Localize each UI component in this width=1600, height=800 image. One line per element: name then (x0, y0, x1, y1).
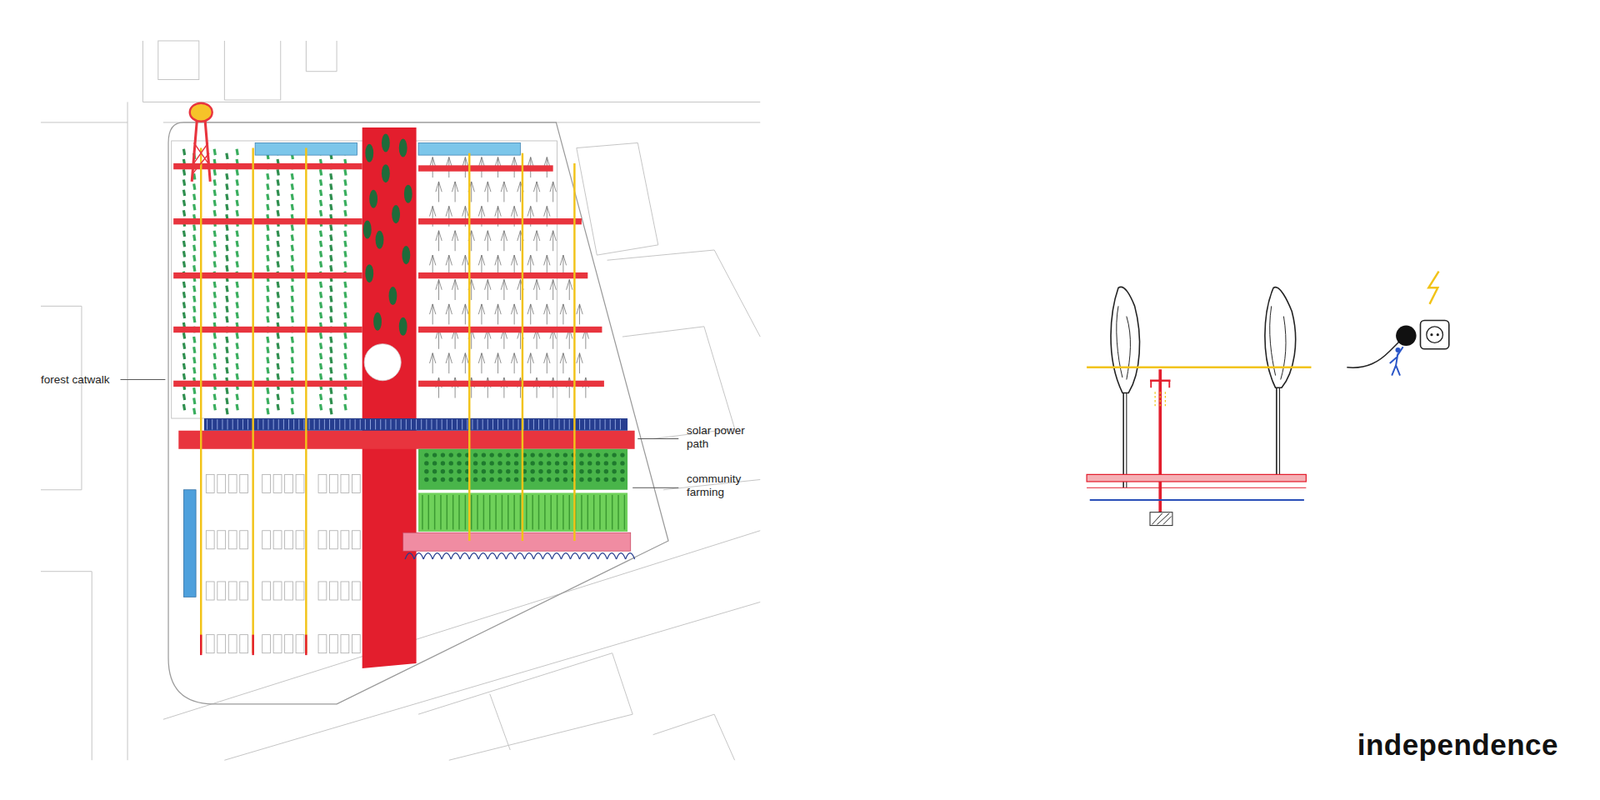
callout-label: community farming (686, 472, 757, 500)
map-label: forest catwalk (40, 373, 141, 387)
callout-label: solar power path (686, 424, 757, 451)
page-title: independence (1357, 728, 1559, 762)
